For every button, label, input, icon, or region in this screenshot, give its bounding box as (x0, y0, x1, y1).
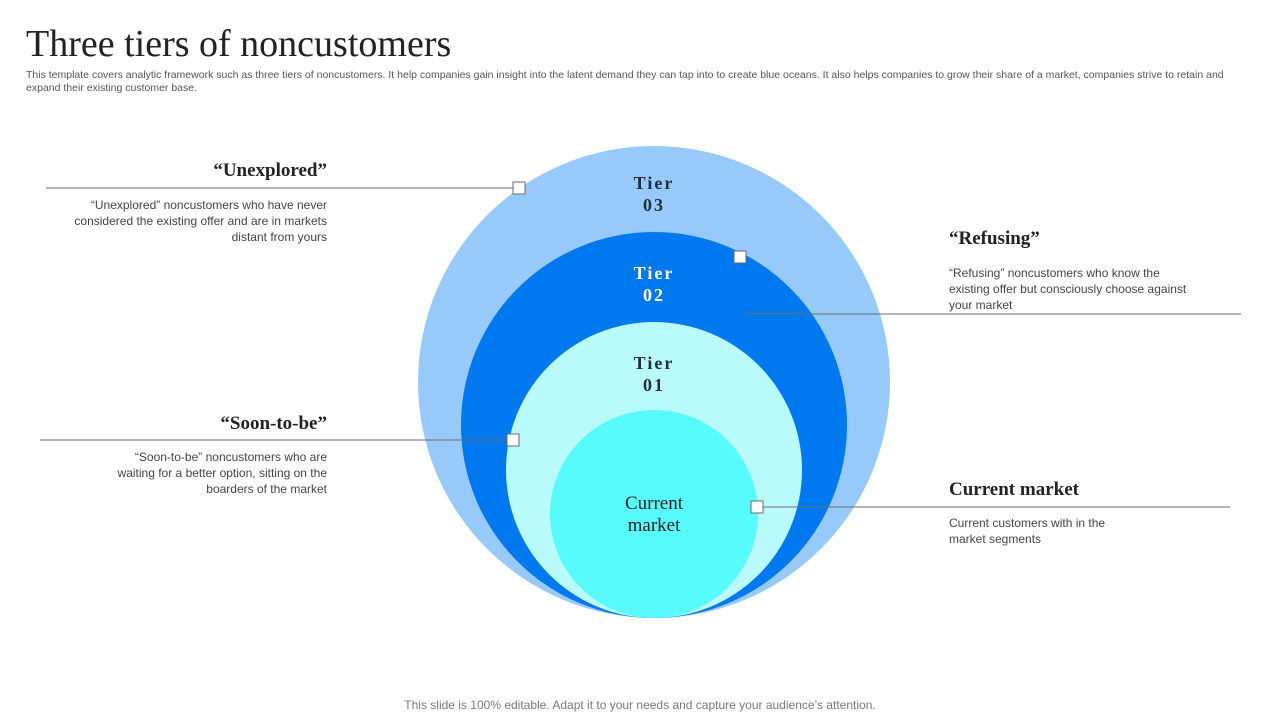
unexplored-marker (512, 181, 526, 195)
refusing-desc: “Refusing” noncustomers who know the exi… (949, 266, 1187, 312)
soon-to-be-desc: “Soon-to-be” noncustomers who are waitin… (117, 450, 327, 496)
soon-to-be-marker (506, 433, 520, 447)
tier2-word: Tier (633, 263, 675, 283)
tier3-number: 03 (643, 195, 665, 215)
unexplored-heading: “Unexplored” (213, 160, 327, 181)
core-label: Current market (574, 493, 734, 537)
tier3-label: Tier 03 (594, 172, 714, 216)
page-title: Three tiers of noncustomers (26, 23, 452, 65)
refusing-heading: “Refusing” (949, 228, 1040, 249)
current-market-marker (750, 500, 764, 514)
tier2-label: Tier 02 (594, 262, 714, 306)
page-subtitle: This template covers analytic framework … (26, 69, 1224, 94)
core-line1: Current (624, 493, 684, 514)
soon-to-be-heading: “Soon-to-be” (220, 413, 327, 434)
tier1-word: Tier (633, 353, 675, 373)
unexplored-desc: “Unexplored” noncustomers who have never… (74, 198, 327, 244)
tier1-label: Tier 01 (594, 352, 714, 396)
core-circle (550, 410, 758, 618)
refusing-marker (733, 250, 747, 264)
tier3-word: Tier (633, 173, 675, 193)
footer-note: This slide is 100% editable. Adapt it to… (404, 698, 876, 712)
current-market-desc: Current customers with in the market seg… (949, 516, 1106, 546)
core-line2: market (627, 515, 681, 536)
tier1-number: 01 (643, 375, 665, 395)
tier2-number: 02 (643, 285, 665, 305)
current-market-heading: Current market (949, 479, 1079, 500)
